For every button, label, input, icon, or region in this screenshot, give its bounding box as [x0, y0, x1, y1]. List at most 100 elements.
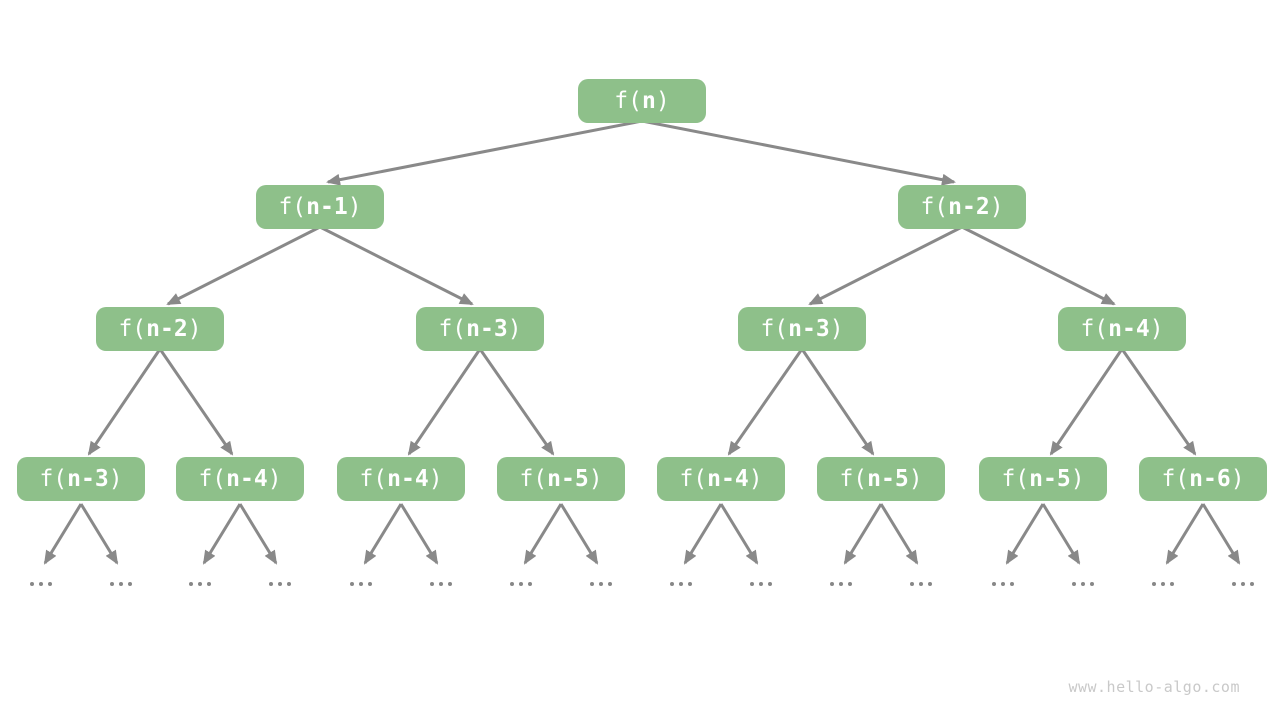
ellipsis-dot-icon: [287, 582, 291, 586]
node-label-prefix: f(: [1080, 315, 1109, 342]
node-label-prefix: f(: [438, 315, 467, 342]
node-label-suffix: ): [655, 87, 670, 114]
ellipsis-dot-icon: [1241, 582, 1245, 586]
tree-node-f(n-1): f(n-1): [256, 185, 384, 229]
node-label-prefix: f(: [359, 465, 388, 492]
ellipsis-leaf: [510, 582, 532, 586]
ellipsis-dot-icon: [1081, 582, 1085, 586]
edge-arrow: [202, 503, 242, 565]
node-label-suffix: ): [507, 315, 522, 342]
node-label-argument: n-5: [1029, 465, 1071, 492]
edge-arrow: [843, 503, 883, 565]
tree-node-f(n-5): f(n-5): [979, 457, 1107, 501]
ellipsis-leaf: [430, 582, 452, 586]
node-label-argument: n-6: [1189, 465, 1231, 492]
node-label-argument: n: [641, 87, 656, 114]
node-label-suffix: ): [267, 465, 282, 492]
ellipsis-dot-icon: [519, 582, 523, 586]
ellipsis-dot-icon: [528, 582, 532, 586]
ellipsis-dot-icon: [830, 582, 834, 586]
tree-node-f(n-2): f(n-2): [96, 307, 224, 351]
ellipsis-dot-icon: [189, 582, 193, 586]
node-label-argument: n-4: [707, 465, 749, 492]
ellipsis-dot-icon: [679, 582, 683, 586]
ellipsis-leaf: [670, 582, 692, 586]
node-label-suffix: ): [588, 465, 603, 492]
ellipsis-leaf: [269, 582, 291, 586]
edge-arrow: [158, 348, 234, 456]
ellipsis-dot-icon: [768, 582, 772, 586]
node-label-prefix: f(: [760, 315, 789, 342]
node-label-prefix: f(: [198, 465, 227, 492]
tree-node-f(n-4): f(n-4): [1058, 307, 1186, 351]
tree-node-f(n-4): f(n-4): [176, 457, 304, 501]
ellipsis-leaf: [590, 582, 612, 586]
edge-arrow: [1005, 503, 1045, 565]
ellipsis-leaf: [350, 582, 372, 586]
node-label-argument: n-1: [306, 193, 348, 220]
ellipsis-dot-icon: [128, 582, 132, 586]
ellipsis-dot-icon: [759, 582, 763, 586]
node-label-suffix: ): [187, 315, 202, 342]
edge-arrow: [363, 503, 403, 565]
node-label-suffix: ): [1149, 315, 1164, 342]
ellipsis-dot-icon: [207, 582, 211, 586]
ellipsis-dot-icon: [848, 582, 852, 586]
tree-node-f(n-3): f(n-3): [738, 307, 866, 351]
edge-arrow: [166, 225, 321, 306]
ellipsis-dot-icon: [269, 582, 273, 586]
ellipsis-dot-icon: [198, 582, 202, 586]
edge-arrow: [879, 503, 919, 565]
edge-arrow: [727, 348, 804, 456]
ellipsis-dot-icon: [110, 582, 114, 586]
ellipsis-dot-icon: [1250, 582, 1254, 586]
ellipsis-dot-icon: [599, 582, 603, 586]
node-label-argument: n-4: [226, 465, 268, 492]
edge-arrow: [683, 503, 723, 565]
ellipsis-dot-icon: [910, 582, 914, 586]
node-label-suffix: ): [1230, 465, 1245, 492]
node-label-suffix: ): [1070, 465, 1085, 492]
node-label-argument: n-2: [146, 315, 188, 342]
edge-arrow: [1041, 503, 1081, 565]
ellipsis-dot-icon: [608, 582, 612, 586]
ellipsis-dot-icon: [1001, 582, 1005, 586]
watermark: www.hello-algo.com: [1068, 678, 1240, 696]
ellipsis-leaf: [1072, 582, 1094, 586]
node-label-argument: n-3: [67, 465, 109, 492]
node-label-prefix: f(: [519, 465, 548, 492]
ellipsis-leaf: [750, 582, 772, 586]
edge-arrow: [326, 119, 643, 186]
node-label-suffix: ): [748, 465, 763, 492]
node-label-suffix: ): [989, 193, 1004, 220]
tree-node-f(n-5): f(n-5): [497, 457, 625, 501]
tree-node-f(n-5): f(n-5): [817, 457, 945, 501]
edge-arrow: [1165, 503, 1205, 565]
edge-arrow: [319, 225, 474, 306]
node-label-prefix: f(: [1161, 465, 1190, 492]
ellipsis-dot-icon: [688, 582, 692, 586]
tree-node-f(n-3): f(n-3): [416, 307, 544, 351]
ellipsis-dot-icon: [359, 582, 363, 586]
edge-arrow: [399, 503, 439, 565]
ellipsis-dot-icon: [919, 582, 923, 586]
tree-node-f(n-4): f(n-4): [657, 457, 785, 501]
ellipsis-dot-icon: [992, 582, 996, 586]
edge-arrow: [641, 119, 956, 186]
edge-arrow: [407, 348, 482, 456]
ellipsis-dot-icon: [839, 582, 843, 586]
ellipsis-dot-icon: [119, 582, 123, 586]
edge-arrow: [800, 348, 875, 456]
ellipsis-dot-icon: [1090, 582, 1094, 586]
node-label-suffix: ): [347, 193, 362, 220]
tree-node-f(n-4): f(n-4): [337, 457, 465, 501]
ellipsis-dot-icon: [750, 582, 754, 586]
edge-arrow: [238, 503, 278, 565]
edge-arrow: [79, 503, 119, 565]
ellipsis-dot-icon: [1161, 582, 1165, 586]
node-label-prefix: f(: [614, 87, 642, 114]
ellipsis-leaf: [110, 582, 132, 586]
node-label-argument: n-5: [867, 465, 909, 492]
node-label-suffix: ): [829, 315, 844, 342]
